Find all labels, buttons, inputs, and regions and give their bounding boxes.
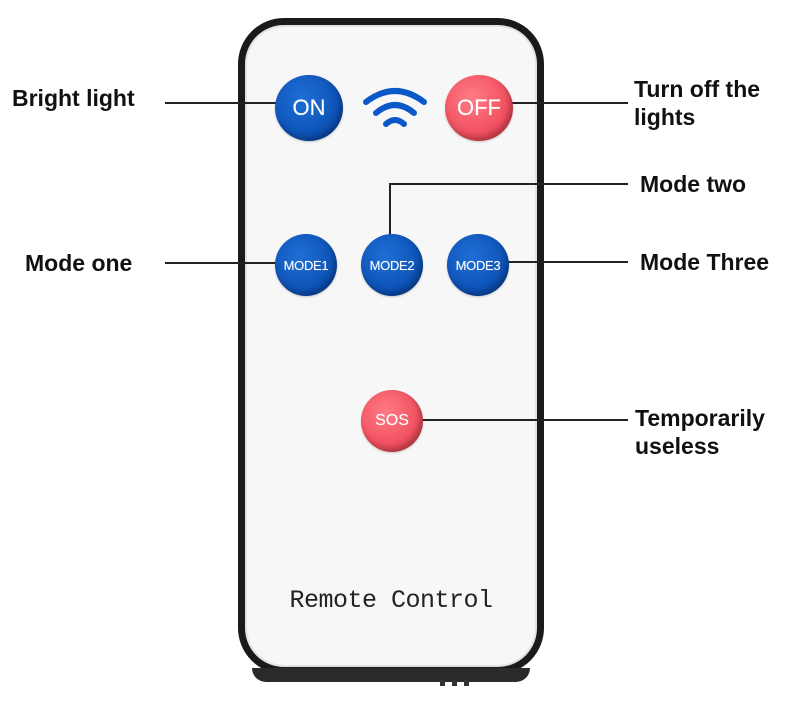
- wifi-icon: [363, 88, 427, 127]
- remote-notch: [440, 680, 445, 686]
- label-mode-two: Mode two: [640, 171, 747, 197]
- mode1-button-label: MODE1: [283, 257, 329, 273]
- label-mode-one: Mode one: [25, 250, 133, 276]
- mode3-button-label: MODE3: [455, 257, 501, 273]
- mode3-button[interactable]: MODE3: [447, 234, 509, 296]
- label-turn-off-line1: Turn off the: [634, 76, 761, 102]
- off-button-label: OFF: [457, 95, 501, 120]
- remote-base: [252, 668, 530, 682]
- on-button[interactable]: ON: [275, 75, 343, 141]
- label-sos-line2: useless: [635, 433, 720, 459]
- mode2-button[interactable]: MODE2: [361, 234, 423, 296]
- sos-button[interactable]: SOS: [361, 390, 423, 452]
- on-button-label: ON: [292, 95, 326, 120]
- label-bright-light: Bright light: [12, 85, 135, 111]
- sos-button-label: SOS: [375, 412, 409, 429]
- remote-notch: [452, 680, 457, 686]
- label-sos-line1: Temporarily: [635, 405, 765, 431]
- label-temporarily-useless: Temporarily useless: [635, 404, 765, 460]
- mode2-button-label: MODE2: [369, 257, 415, 273]
- remote-control-text: Remote Control: [289, 586, 493, 615]
- label-mode-three: Mode Three: [640, 249, 770, 275]
- remote-notch: [464, 680, 469, 686]
- off-button[interactable]: OFF: [445, 75, 513, 141]
- label-turn-off-line2: lights: [634, 104, 696, 130]
- label-turn-off: Turn off the lights: [634, 75, 760, 131]
- mode1-button[interactable]: MODE1: [275, 234, 337, 296]
